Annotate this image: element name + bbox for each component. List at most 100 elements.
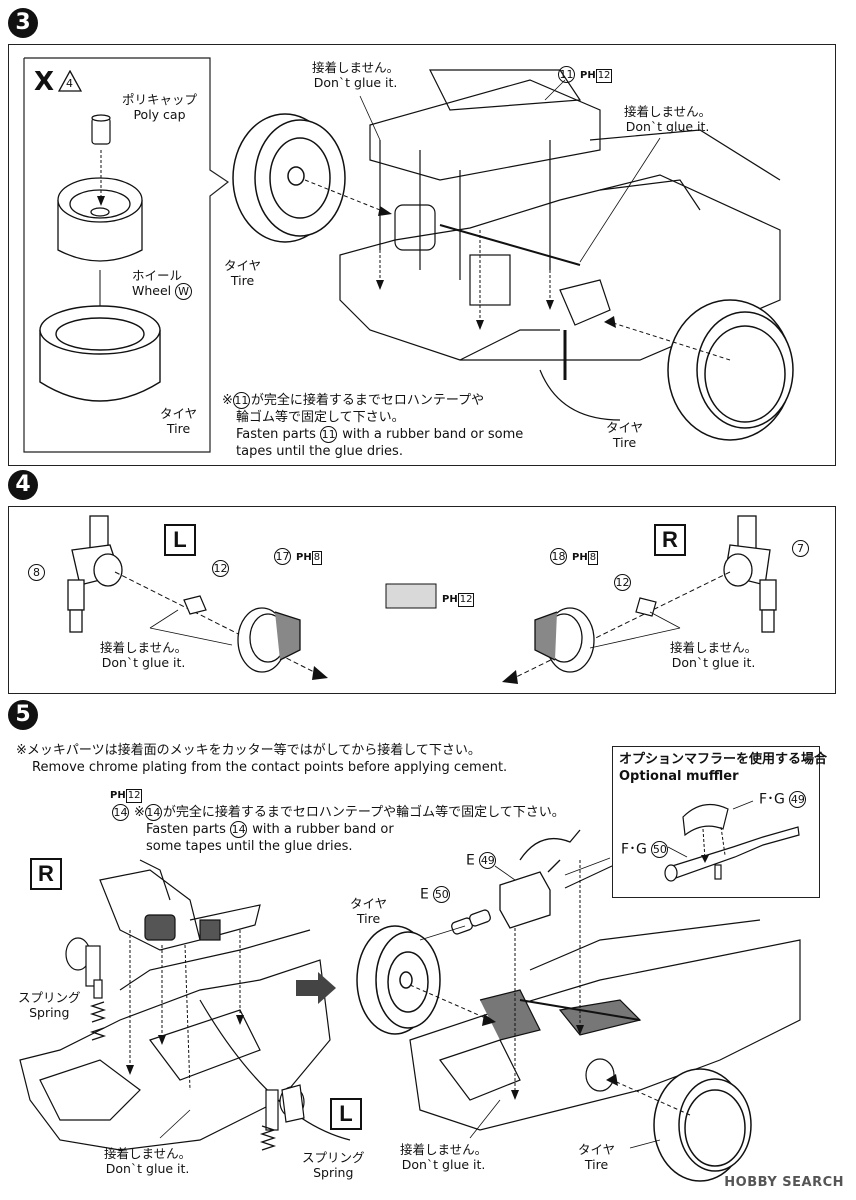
part-7-number: 7 <box>792 540 809 557</box>
part-fg50-number: 50 <box>651 841 669 858</box>
step-5-ph-page: 12 <box>125 789 143 803</box>
step5-top-tire <box>356 925 441 1035</box>
tire-left-jp: タイヤ <box>224 258 262 273</box>
watermark: HOBBY SEARCH <box>724 1175 844 1190</box>
step-5-fasten-jp: が完全に接着するまでセロハンテープや輪ゴム等で固定して下さい。 <box>162 805 565 820</box>
step-5-fasten-en-1b: with a rubber band or <box>252 822 394 837</box>
part-fg49-callout: F･G 49 <box>759 791 807 808</box>
tire-right-en: Tire <box>612 435 637 450</box>
part-12-right-number: 12 <box>614 574 631 591</box>
optional-muffler-inset: オプションマフラーを使用する場合 Optional muffler F･G 49… <box>612 746 827 898</box>
part-fg49-number: 49 <box>789 791 807 808</box>
right-knuckle-part <box>723 515 777 633</box>
part-18-ph-page: 8 <box>587 551 599 565</box>
step-5-tire-top: タイヤ Tire <box>350 896 387 926</box>
step-5-fasten-en-2: some tapes until the glue dries. <box>146 839 353 854</box>
part-18-ph: PH <box>571 552 588 563</box>
step5-flow-arrow <box>296 972 336 1004</box>
step-3-note-jp-2: 輪ゴム等で固定して下さい。 <box>236 410 405 425</box>
dont-glue-en-1: Don`t glue it. <box>313 75 398 90</box>
step5-muffler <box>451 829 581 935</box>
right-pin-part <box>635 597 657 617</box>
part-e49-callout: E 49 <box>466 852 497 869</box>
part-fg50-letter: F･G <box>621 841 647 858</box>
dont-glue-jp-1: 接着しません。 <box>312 60 400 75</box>
spring-en-2: Spring <box>313 1165 354 1180</box>
left-knuckle-part <box>67 515 123 633</box>
tire-inset-en: Tire <box>166 421 191 436</box>
part-7-callout: 7 <box>792 540 810 557</box>
step-3-note-part-jp: 11 <box>232 392 250 409</box>
part-fg50-callout: F･G 50 <box>621 841 669 858</box>
step-5-dont-glue-en-2: Don`t glue it. <box>401 1157 486 1172</box>
dont-glue-jp-2: 接着しません。 <box>624 104 712 119</box>
part-18-number: 18 <box>550 548 567 565</box>
optional-muffler-en: Optional muffler <box>619 769 739 784</box>
step-5-number: 5 <box>8 700 38 730</box>
part-14-callout: 14 <box>112 804 130 821</box>
wheel-part <box>57 177 143 262</box>
step-5-tire-bottom: タイヤ Tire <box>578 1142 615 1172</box>
step5-left-chassis <box>19 859 351 1151</box>
optional-muffler-title: オプションマフラーを使用する場合 Optional muffler <box>619 751 827 785</box>
inset-x-label: X <box>34 68 54 96</box>
optional-muffler-drawing <box>664 800 800 882</box>
step-3-note-part-en: 11 <box>320 426 338 443</box>
spring-jp-2: スプリング <box>302 1150 365 1165</box>
part-11-ph-page: 12 <box>595 69 613 83</box>
part-17-ph-page: 8 <box>311 551 323 565</box>
poly-cap-jp: ポリキャップ <box>122 92 198 107</box>
tire-right-jp: タイヤ <box>606 420 644 435</box>
step-4-dont-glue-en-left: Don`t glue it. <box>101 655 186 670</box>
step-4-dont-glue-en-right: Don`t glue it. <box>671 655 756 670</box>
step3-left-tire <box>232 113 346 243</box>
left-pin-part <box>183 595 207 615</box>
step-3-note-jp-1: が完全に接着するまでセロハンテープや <box>250 393 485 408</box>
wheel-jp: ホイール <box>132 268 183 283</box>
inset-x-triangle: 4 <box>58 70 82 92</box>
part-11-number: 11 <box>558 66 575 83</box>
tire-inset-jp: タイヤ <box>160 406 198 421</box>
dont-glue-label-2: 接着しません。 Don`t glue it. <box>624 104 711 134</box>
poly-cap-part <box>91 114 111 145</box>
inset-x-number: 4 <box>66 77 73 90</box>
poly-cap-en: Poly cap <box>133 107 186 122</box>
step-3-note-mark: ※ <box>222 393 233 408</box>
step-3-note-en-1b: with a rubber band or some <box>342 427 524 442</box>
tire-right-label: タイヤ Tire <box>606 420 643 450</box>
part-e50-letter: E <box>420 886 429 903</box>
spring-jp-1: スプリング <box>18 990 81 1005</box>
step-5-dont-glue-jp-2: 接着しません。 <box>400 1142 488 1157</box>
part-8-number: 8 <box>28 564 45 581</box>
step5-l-knuckle <box>265 1084 305 1131</box>
part-12-right-callout: 12 <box>614 574 632 591</box>
spring-label-1: スプリング Spring <box>18 990 81 1020</box>
tire-inset-label: タイヤ Tire <box>160 406 197 436</box>
right-hub-part <box>534 607 595 673</box>
step-5-note-jp: ※メッキパーツは接着面のメッキをカッター等ではがしてから接着して下さい。 <box>16 743 481 758</box>
step-5-dont-glue-2: 接着しません。 Don`t glue it. <box>400 1142 487 1172</box>
swatch-ph-page: 12 <box>457 593 475 607</box>
swatch-ph: PH <box>442 594 458 605</box>
step-5-right-letter: R <box>30 858 62 890</box>
step-5-note: ※メッキパーツは接着面のメッキをカッター等ではがしてから接着して下さい。 Rem… <box>16 742 507 776</box>
dont-glue-en-2: Don`t glue it. <box>625 119 710 134</box>
tire-inset-part <box>39 305 161 402</box>
part-8-callout: 8 <box>28 564 46 581</box>
part-17-ph: PH <box>295 552 312 563</box>
dont-glue-label-1: 接着しません。 Don`t glue it. <box>312 60 399 90</box>
step5-spring-right <box>259 1125 277 1151</box>
part-11-ph: PH <box>579 70 596 81</box>
wheel-en: Wheel <box>132 283 172 298</box>
step-4-dont-glue-jp-left: 接着しません。 <box>100 640 188 655</box>
step-5-dont-glue-1: 接着しません。 Don`t glue it. <box>104 1146 191 1176</box>
step-5-dont-glue-en-1: Don`t glue it. <box>105 1161 190 1176</box>
step-4-left-letter: L <box>164 524 196 556</box>
part-fg49-letter: F･G <box>759 791 785 808</box>
